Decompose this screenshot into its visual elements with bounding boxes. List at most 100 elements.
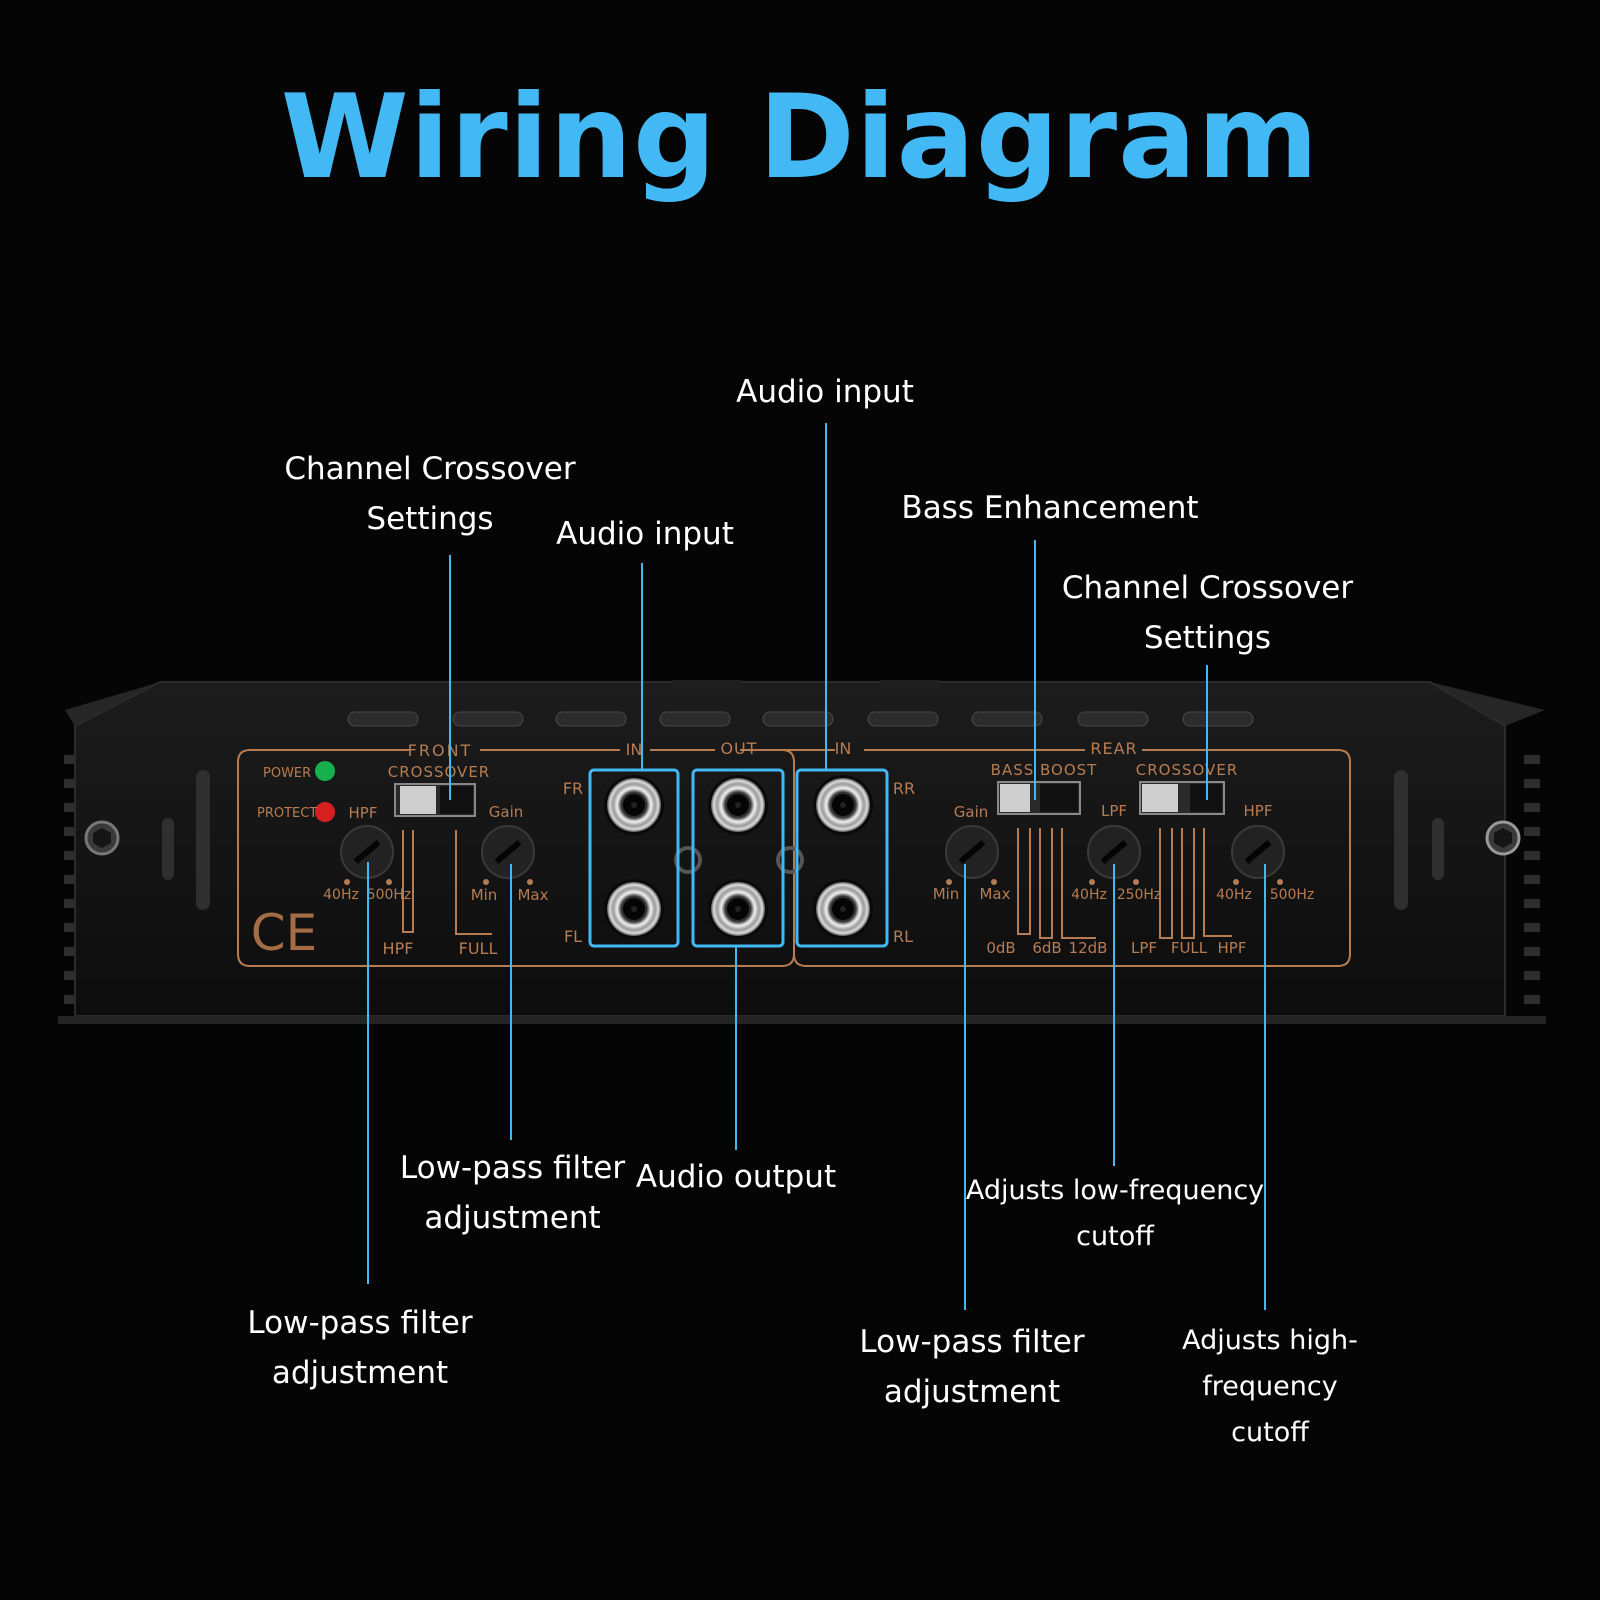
rca-jack[interactable] bbox=[604, 775, 664, 835]
fin bbox=[64, 851, 80, 860]
rear-hpf-min: 40Hz bbox=[1216, 887, 1252, 903]
boost-12db: 12dB bbox=[1069, 939, 1108, 957]
power-led bbox=[315, 761, 335, 781]
leader-lines bbox=[367, 423, 1266, 1310]
fin bbox=[64, 995, 80, 1004]
output-highlight bbox=[691, 768, 785, 948]
rca-jack[interactable] bbox=[604, 879, 664, 939]
rca-jacks bbox=[604, 775, 873, 939]
fin bbox=[64, 779, 80, 788]
side-slot bbox=[196, 770, 210, 910]
rear-crossover-label: CROSSOVER bbox=[1136, 761, 1238, 779]
fin-top-right bbox=[1430, 682, 1545, 726]
fin bbox=[64, 947, 80, 956]
callout-rear-lpf: Adjusts low-frequency cutoff bbox=[965, 1175, 1265, 1252]
rr-label: RR bbox=[893, 779, 915, 798]
rear-input-highlight bbox=[795, 768, 889, 948]
front-switch-full: FULL bbox=[459, 939, 498, 958]
rear-hpf-label: HPF bbox=[1244, 802, 1273, 820]
in-label: IN bbox=[626, 740, 643, 759]
callout-rear-crossover: Channel Crossover Settings bbox=[1061, 570, 1354, 656]
front-label: FRONT bbox=[408, 741, 473, 760]
fin bbox=[64, 827, 80, 836]
callout-front-gain: Low-pass filter adjustment bbox=[399, 1150, 626, 1236]
fin bbox=[1524, 875, 1540, 884]
ce-mark: CE bbox=[251, 904, 318, 962]
fr-label: FR bbox=[563, 779, 583, 798]
knob-range-dots bbox=[344, 879, 1283, 885]
heatsink-fins bbox=[64, 682, 1545, 1004]
mounting-screw-left bbox=[84, 820, 120, 856]
rear-crossover-switch[interactable] bbox=[1139, 781, 1225, 815]
callout-front-audio-input: Audio input bbox=[556, 516, 734, 552]
base-plate bbox=[58, 1016, 1546, 1024]
rca-jack[interactable] bbox=[708, 879, 768, 939]
rear-gain-knob[interactable] bbox=[945, 825, 999, 879]
callout-rear-audio-input: Audio input bbox=[736, 374, 914, 410]
callout-front-crossover: Channel Crossover Settings bbox=[284, 451, 576, 537]
front-gain-max: Max bbox=[517, 886, 548, 904]
fin bbox=[64, 875, 80, 884]
boost-6db: 6dB bbox=[1032, 939, 1061, 957]
rear-gain-label: Gain bbox=[954, 803, 989, 821]
rear-hpf-knob[interactable] bbox=[1231, 825, 1285, 879]
vent-slots bbox=[347, 680, 1254, 727]
fin bbox=[64, 803, 80, 812]
callout-audio-output: Audio output bbox=[635, 1159, 837, 1195]
side-slot bbox=[1432, 818, 1444, 880]
switch-lpf: LPF bbox=[1131, 939, 1157, 957]
rear-hpf-max: 500Hz bbox=[1270, 887, 1315, 903]
front-hpf-knob[interactable] bbox=[340, 825, 394, 879]
front-crossover-label: CROSSOVER bbox=[388, 763, 490, 781]
lpf-min: 40Hz bbox=[1071, 887, 1107, 903]
vent-slot bbox=[867, 711, 939, 727]
fin bbox=[1524, 947, 1540, 956]
rear-gain-max: Max bbox=[979, 885, 1010, 903]
fin bbox=[1524, 971, 1540, 980]
ground-ring bbox=[776, 846, 804, 874]
out-label: OUT bbox=[720, 739, 757, 758]
fin bbox=[1524, 803, 1540, 812]
front-gain-knob[interactable] bbox=[481, 825, 535, 879]
vent-slot bbox=[1182, 711, 1254, 727]
fin bbox=[1524, 779, 1540, 788]
callout-rear-hpf: Adjusts high-frequency cutoff bbox=[1182, 1325, 1358, 1448]
rear-lpf-knob[interactable] bbox=[1087, 825, 1141, 879]
rear-in-label: IN bbox=[835, 739, 852, 758]
callout-front-hpf: Low-pass filter adjustment bbox=[247, 1305, 473, 1391]
front-input-highlight bbox=[588, 768, 680, 948]
vent-slot bbox=[659, 711, 731, 727]
switch-full: FULL bbox=[1171, 939, 1208, 957]
rca-jack[interactable] bbox=[813, 879, 873, 939]
fin bbox=[64, 899, 80, 908]
top-notch bbox=[880, 680, 940, 688]
fin bbox=[1524, 755, 1540, 764]
side-slot bbox=[1394, 770, 1408, 910]
callout-rear-gain: Low-pass filter adjustment bbox=[859, 1324, 1085, 1410]
fin bbox=[64, 923, 80, 932]
top-notch bbox=[672, 680, 742, 688]
bass-boost-switch[interactable] bbox=[997, 781, 1081, 815]
vent-slot bbox=[452, 711, 524, 727]
front-crossover-switch[interactable] bbox=[394, 783, 476, 817]
boost-0db: 0dB bbox=[986, 939, 1015, 957]
fin bbox=[1524, 995, 1540, 1004]
front-hpf-max: 500Hz bbox=[367, 887, 412, 903]
front-gain-min: Min bbox=[471, 886, 498, 904]
front-switch-hpf: HPF bbox=[383, 939, 414, 958]
rca-jack[interactable] bbox=[708, 775, 768, 835]
vent-slot bbox=[971, 711, 1043, 727]
highlight-boxes bbox=[588, 768, 889, 948]
front-hpf-min: 40Hz bbox=[323, 887, 359, 903]
side-slot bbox=[162, 818, 174, 880]
fin bbox=[64, 971, 80, 980]
bass-boost-label: BASS BOOST bbox=[991, 761, 1098, 779]
fl-label: FL bbox=[564, 927, 582, 946]
fin bbox=[1524, 827, 1540, 836]
mounting-screw-right bbox=[1485, 820, 1521, 856]
ground-ring bbox=[674, 846, 702, 874]
switch-hpf: HPF bbox=[1218, 939, 1247, 957]
power-label: POWER bbox=[263, 766, 311, 781]
rca-jack[interactable] bbox=[813, 775, 873, 835]
